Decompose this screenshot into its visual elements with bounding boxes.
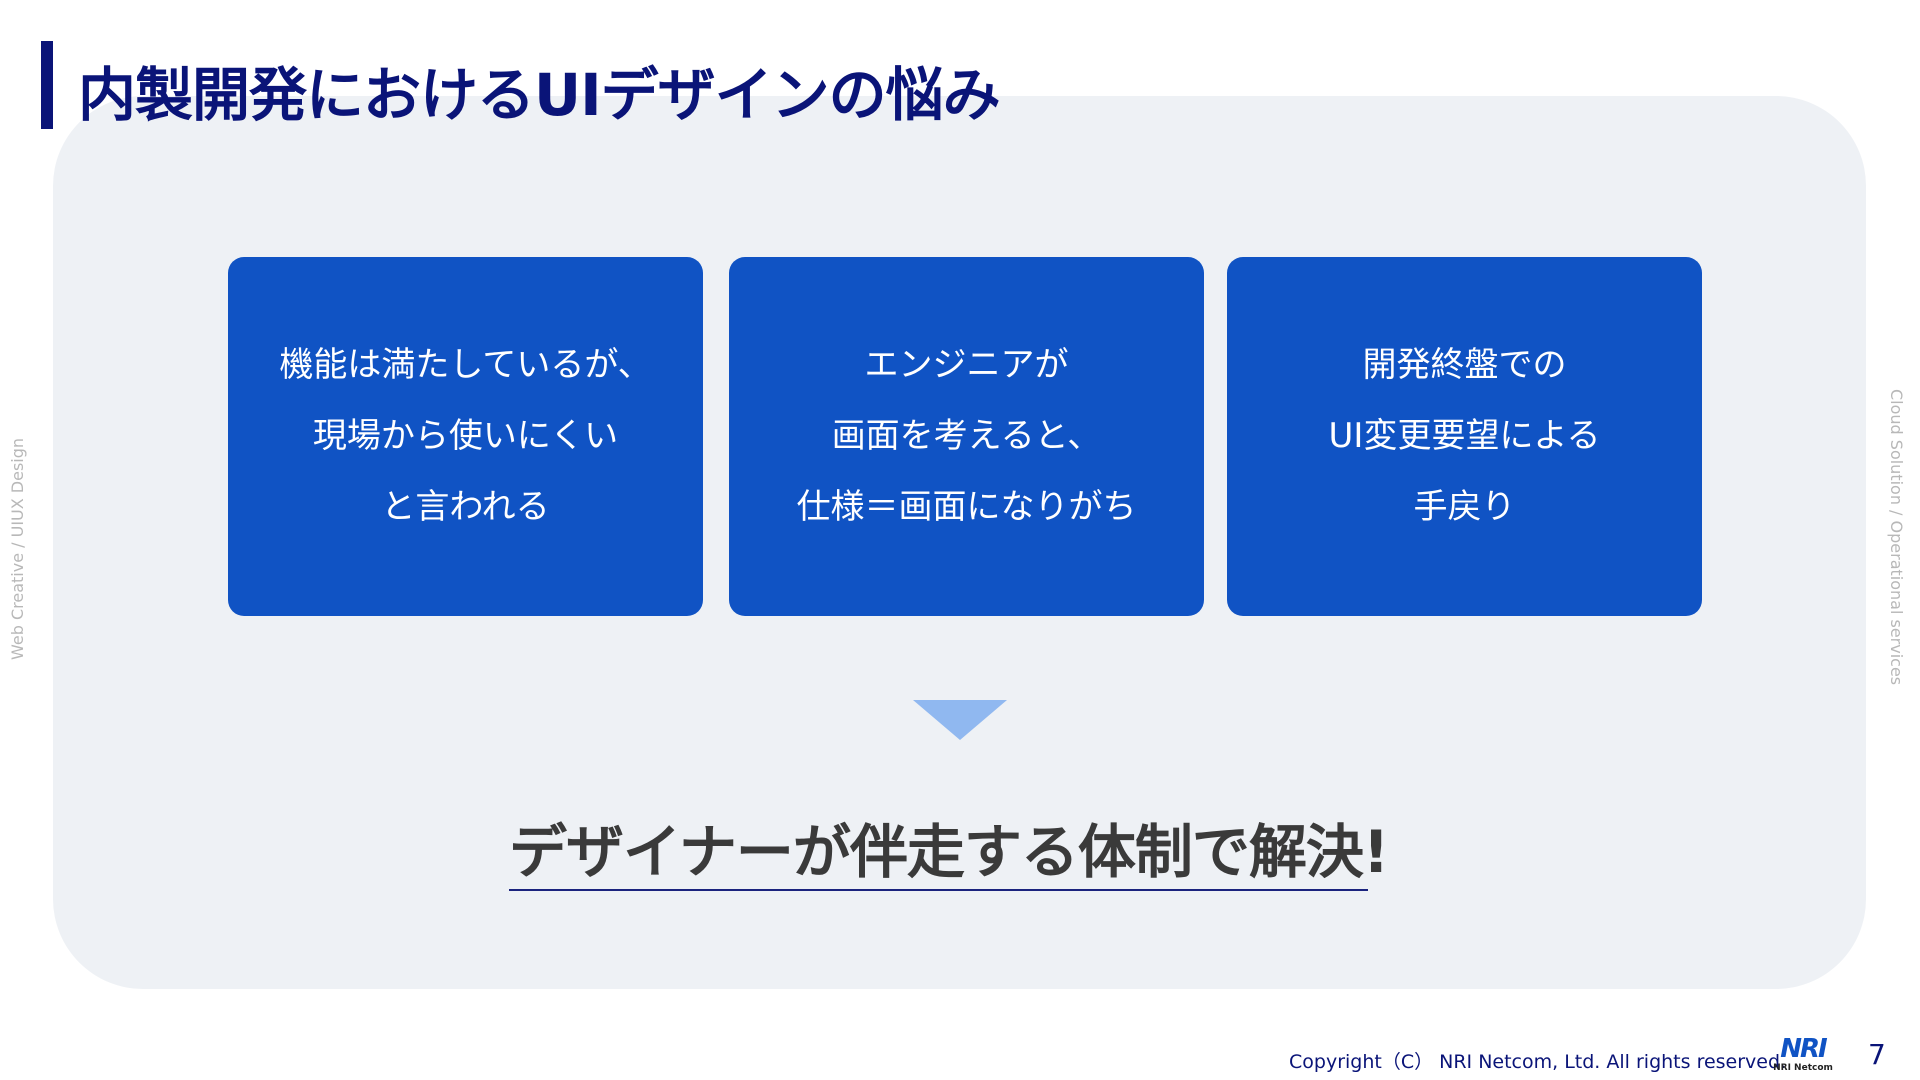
side-label-right: Cloud Solution / Operational services [1887,389,1906,686]
solution-heading: デザイナーが伴走する体制で解決! [509,818,1389,886]
card-line: 開発終盤での [1362,345,1567,385]
card-line: 機能は満たしているが、 [279,345,652,385]
problem-card-2: エンジニアが 画面を考えると、 仕様＝画面になりがち [729,257,1204,616]
card-line: 画面を考えると、 [831,416,1102,456]
page-number: 7 [1868,1038,1886,1071]
logo-mark: NRI [1780,1034,1827,1064]
title-accent-bar [41,41,53,129]
problem-card-3: 開発終盤での UI変更要望による 手戻り [1227,257,1702,616]
nri-netcom-logo: NRI NRI Netcom [1772,1036,1834,1074]
card-line: エンジニアが [864,345,1069,385]
copyright-text: Copyright（C） NRI Netcom, Ltd. All rights… [1289,1051,1787,1073]
card-line: と言われる [381,487,550,527]
problem-card-1: 機能は満たしているが、 現場から使いにくい と言われる [228,257,703,616]
down-arrow-icon [913,700,1007,740]
card-line: 現場から使いにくい [312,416,619,456]
card-line: UI変更要望による [1328,416,1601,456]
solution-underline [509,889,1368,891]
card-line: 手戻り [1413,487,1516,527]
side-label-left: Web Creative / UIUX Design [8,437,27,660]
logo-text: NRI Netcom [1773,1063,1833,1073]
slide-title: 内製開発におけるUIデザインの悩み [78,61,1001,129]
card-line: 仕様＝画面になりがち [796,487,1137,527]
